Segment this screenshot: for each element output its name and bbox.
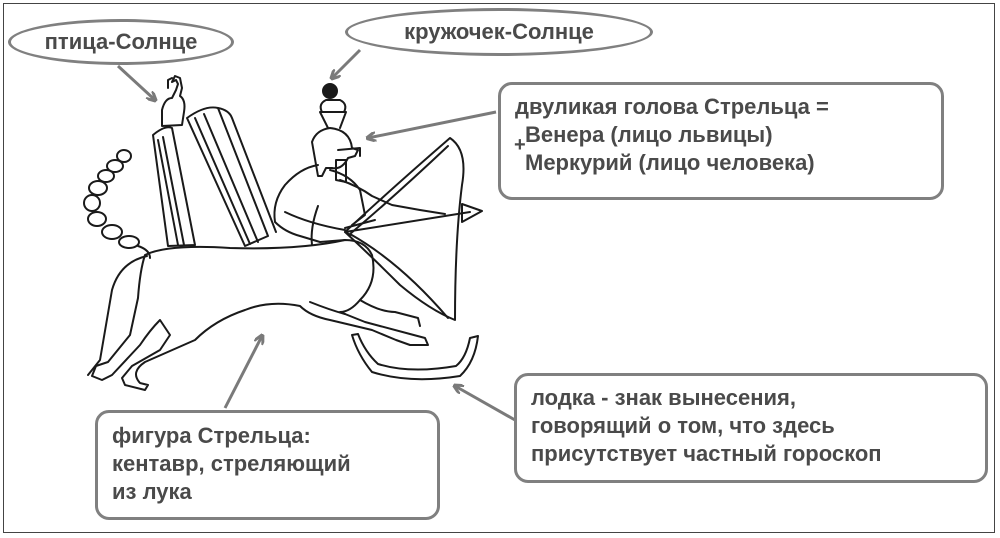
wings	[152, 106, 277, 247]
boat-line-3: присутствует частный гороскоп	[531, 441, 882, 466]
head-line-1: двуликая голова Стрельца =	[515, 94, 829, 119]
callout-boat: лодка - знак вынесения, говорящий о том,…	[514, 373, 988, 483]
centaur-head	[311, 83, 361, 183]
callout-arrows	[116, 48, 516, 422]
head-line-3: Меркурий (лицо человека)	[525, 150, 815, 175]
callout-disc-sun: кружочек-Солнце	[345, 8, 653, 56]
figure-line-1: фигура Стрельца:	[112, 423, 311, 448]
boat-line-1: лодка - знак вынесения,	[531, 385, 796, 410]
diagram-frame	[3, 3, 995, 533]
callout-figure: фигура Стрельца: кентавр, стреляющий из …	[95, 410, 440, 520]
human-torso	[273, 164, 446, 246]
boat-sign	[351, 333, 479, 381]
disc-sun-label: кружочек-Солнце	[404, 19, 594, 44]
figure-line-3: из лука	[112, 479, 192, 504]
bird-figure	[161, 75, 186, 127]
bird-sun-label: птица-Солнце	[44, 29, 198, 54]
bow-and-arrow	[344, 137, 483, 321]
boat-line-2: говорящий о том, что здесь	[531, 413, 835, 438]
plus-sign: +	[514, 134, 526, 156]
callout-head: двуликая голова Стрельца = + Венера (лиц…	[498, 82, 944, 200]
callout-bird-sun: птица-Солнце	[8, 19, 234, 65]
tail-segments	[83, 149, 151, 259]
head-line-2: Венера (лицо львицы)	[525, 122, 773, 147]
figure-line-2: кентавр, стреляющий	[112, 451, 351, 476]
